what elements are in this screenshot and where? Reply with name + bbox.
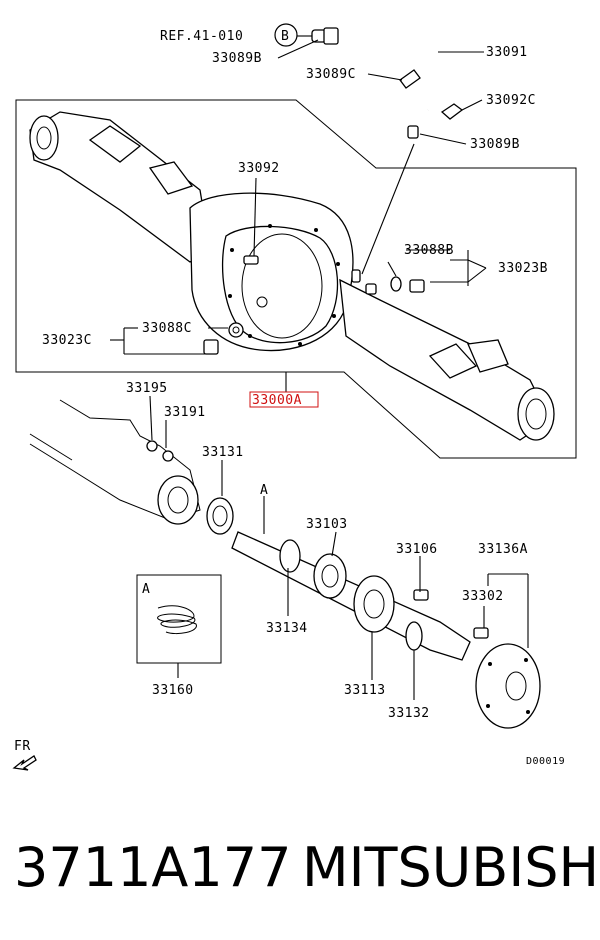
highlight-box	[249, 391, 319, 408]
label-33195: 33195	[126, 381, 168, 396]
label-callout-a: A	[260, 483, 268, 498]
ref-circle	[274, 23, 298, 47]
footer-caption: 3711A177 MITSUBISHI	[0, 828, 600, 918]
label-33106: 33106	[396, 542, 438, 557]
front-arrow-icon	[12, 755, 37, 771]
label-ref-circle: B	[281, 29, 289, 44]
label-33088C: 33088C	[142, 321, 192, 336]
oil-seal-33131	[206, 497, 234, 535]
label-33302: 33302	[462, 589, 504, 604]
label-33000A: 33000A	[252, 393, 302, 408]
breather-hose	[311, 6, 464, 139]
brand-name: MITSUBISHI	[302, 836, 600, 899]
label-33023B: 33023B	[498, 261, 548, 276]
label-33191: 33191	[164, 405, 206, 420]
label-33131: 33131	[202, 445, 244, 460]
axle-housing-end-section	[29, 399, 201, 525]
label-33092C: 33092C	[486, 93, 536, 108]
label-33089C: 33089C	[306, 67, 356, 82]
label-33023C: 33023C	[42, 333, 92, 348]
label-diagram-code: D00019	[526, 756, 565, 767]
leader-lines	[110, 35, 529, 700]
label-33136A: 33136A	[478, 542, 528, 557]
label-inset-a: A	[142, 582, 150, 597]
label-33113: 33113	[344, 683, 386, 698]
label-33092: 33092	[238, 161, 280, 176]
label-33089B-top: 33089B	[212, 51, 262, 66]
assembly-frame	[15, 99, 577, 459]
label-ref: REF.41-010	[160, 29, 243, 44]
label-33103: 33103	[306, 517, 348, 532]
label-33091: 33091	[486, 45, 528, 60]
inset-box-a	[136, 574, 222, 664]
label-33134: 33134	[266, 621, 308, 636]
fasteners-33023B	[390, 276, 425, 293]
fasteners-33023C	[203, 322, 244, 355]
axle-housing	[29, 111, 555, 441]
label-33160: 33160	[152, 683, 194, 698]
label-33132: 33132	[388, 706, 430, 721]
wheel-hub-flange	[475, 643, 541, 729]
label-fr: FR	[14, 739, 31, 754]
axle-shaft	[231, 531, 489, 661]
label-33089B-right: 33089B	[470, 137, 520, 152]
label-33088B: 33088B	[404, 243, 454, 258]
part-number: 3711A177	[14, 836, 292, 899]
